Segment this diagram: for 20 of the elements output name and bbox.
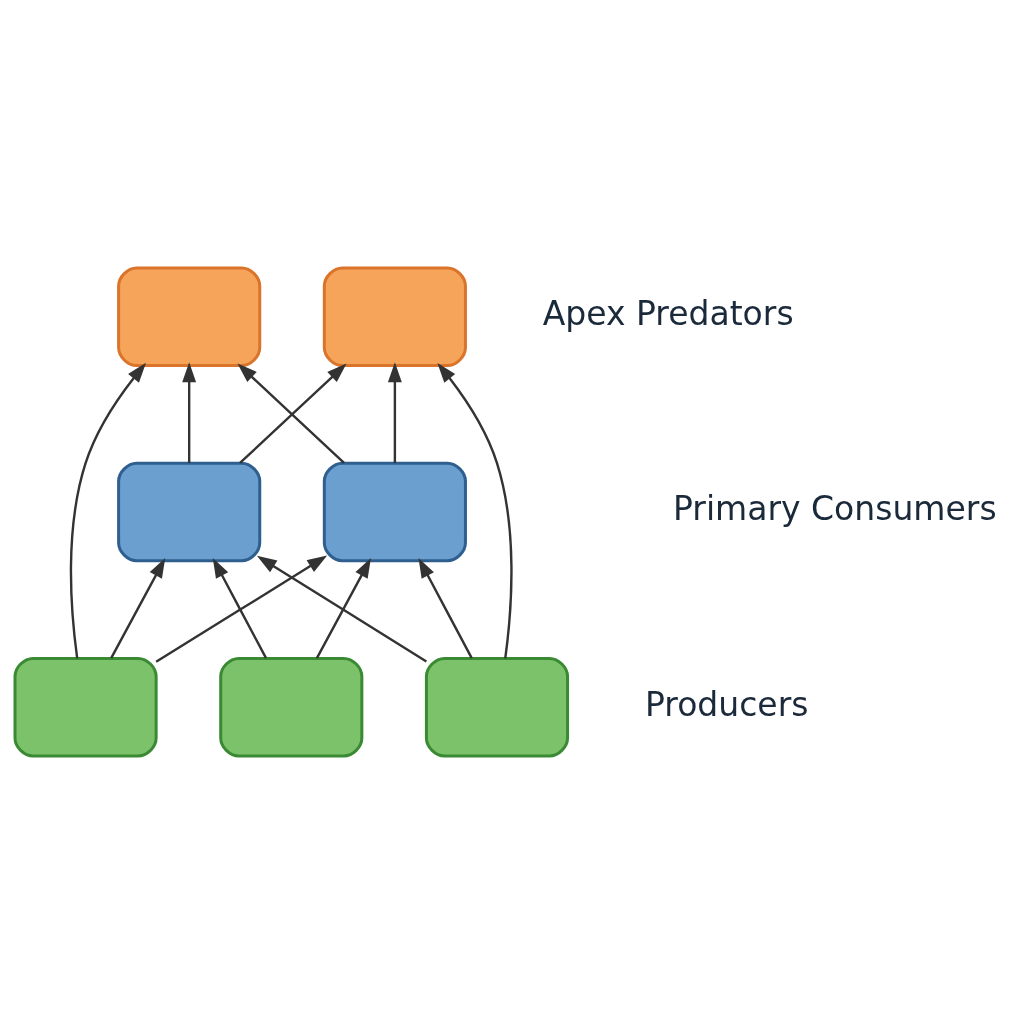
arrow xyxy=(182,362,197,463)
node-box xyxy=(13,656,158,758)
label: Producers xyxy=(644,684,809,724)
arrow xyxy=(437,362,513,659)
arrow xyxy=(110,557,166,659)
arrow xyxy=(256,555,427,663)
label: Apex Predators xyxy=(542,294,794,334)
node-box xyxy=(219,656,364,758)
arrow xyxy=(212,557,268,659)
arrow xyxy=(387,362,402,463)
node-box xyxy=(117,266,262,368)
arrow xyxy=(418,557,473,659)
node-box xyxy=(117,461,262,563)
arrow xyxy=(69,362,147,659)
arrow xyxy=(315,557,371,659)
node-box xyxy=(322,266,467,368)
arrow xyxy=(155,555,328,663)
node-box xyxy=(424,656,570,758)
node-box xyxy=(322,461,467,563)
label: Primary Consumers xyxy=(673,489,997,529)
